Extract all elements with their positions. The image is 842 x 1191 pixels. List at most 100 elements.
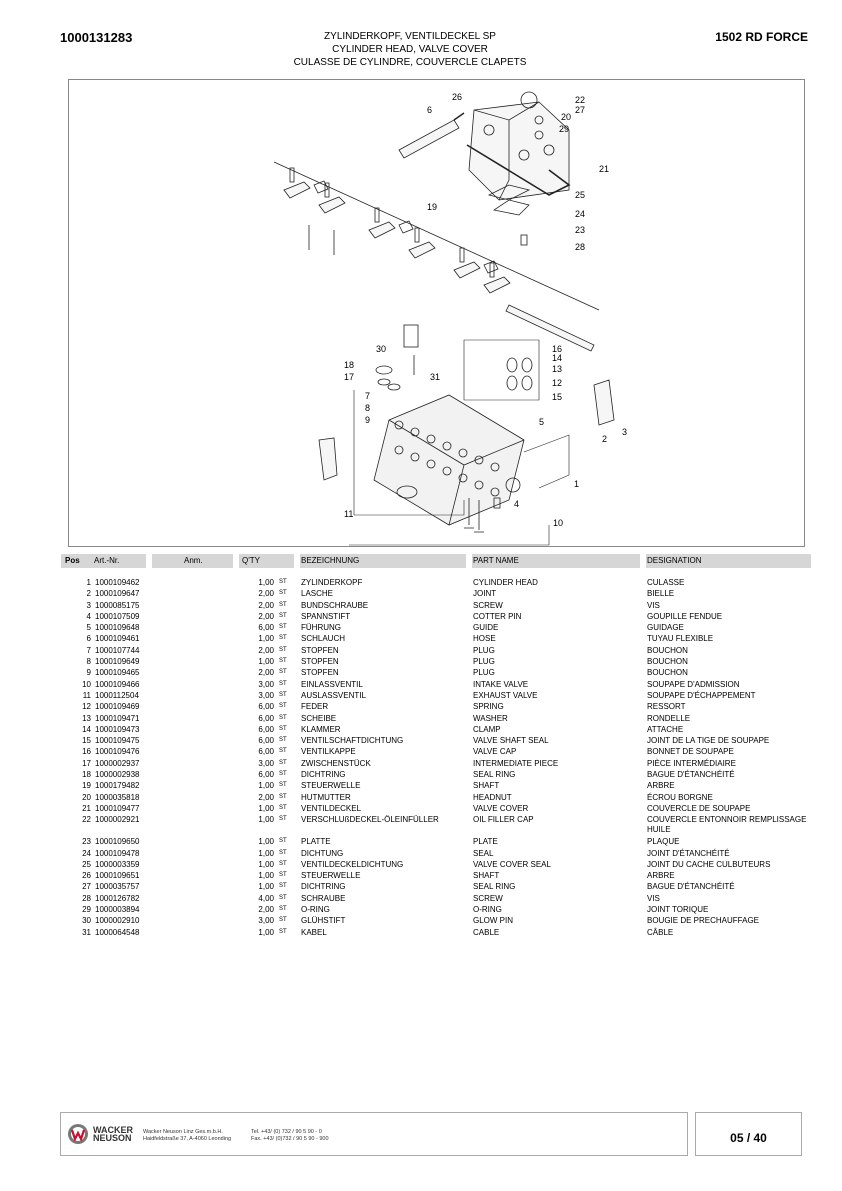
adjust-screw	[489, 262, 495, 278]
cell-unit: ST	[279, 590, 287, 597]
callout-26: 26	[452, 92, 462, 102]
cell-art: 1000109478	[95, 848, 140, 858]
rocker-arm	[283, 181, 311, 199]
spring	[483, 260, 499, 274]
cylinder-head-hole	[442, 441, 452, 451]
cell-pos: 5	[86, 623, 91, 633]
company-name: Wacker Neuson Linz Ges.m.b.H.	[143, 1129, 223, 1135]
cell-art: 1000109465	[95, 668, 140, 678]
col-anm-header: Anm.	[184, 556, 203, 565]
cell-fr: RONDELLE	[647, 713, 691, 723]
cell-en: SEAL RING	[473, 882, 516, 892]
cell-de: PLATTE	[301, 837, 331, 847]
cell-fr: BAGUE D'ÉTANCHÉITÉ	[647, 770, 735, 780]
cell-de: DICHTUNG	[301, 848, 344, 858]
cell-art: 1000109473	[95, 724, 140, 734]
cell-en: SPRING	[473, 702, 504, 712]
cell-qty: 3,00	[258, 679, 274, 689]
cell-fr: JOINT DE LA TIGE DE SOUPAPE	[647, 736, 770, 746]
cell-pos: 27	[82, 882, 91, 892]
cell-en: SEAL	[473, 848, 494, 858]
col-de-header: BEZEICHNUNG	[301, 556, 360, 565]
cell-art: 1000109469	[95, 702, 140, 712]
cell-en: PLUG	[473, 645, 495, 655]
cell-fr: GOUPILLE FENDUE	[647, 611, 723, 621]
cylinder-head-hole	[474, 480, 484, 490]
cell-de: SPANNSTIFT	[301, 611, 351, 621]
cell-unit: ST	[279, 906, 287, 913]
cell-de: SCHRAUBE	[301, 893, 346, 903]
col-pos-header: Pos	[65, 556, 87, 565]
col-fr-header: DESIGNATION	[647, 556, 702, 565]
cell-fr: CULASSE	[647, 578, 685, 587]
cell-fr: PLAQUE	[647, 837, 680, 847]
cell-pos: 16	[82, 747, 91, 757]
cell-fr: SOUPAPE D'ADMISSION	[647, 679, 740, 689]
exploded-drawing: 1234567891011121314151617181920212223242…	[273, 91, 627, 546]
cell-en: OIL FILLER CAP	[473, 815, 534, 825]
cell-art: 1000109471	[95, 713, 140, 723]
cell-de: VENTILDECKEL	[301, 803, 362, 813]
cell-pos: 20	[82, 792, 91, 802]
cell-art: 1000002938	[95, 770, 140, 780]
cell-art: 1000109647	[95, 589, 140, 599]
cell-qty: 2,00	[258, 611, 274, 621]
cell-pos: 21	[82, 803, 91, 813]
callout-9: 9	[365, 415, 370, 425]
cell-fr: JOINT D'ÉTANCHÉITÉ	[647, 848, 730, 858]
wacker-neuson-logo-icon	[68, 1124, 88, 1144]
callout-7: 7	[365, 391, 370, 401]
title-de: ZYLINDERKOPF, VENTILDECKEL SP	[324, 31, 496, 42]
cell-art: 1000179482	[95, 781, 140, 791]
fax-number: Fax. +43/ (0)732 / 90 5 90 - 900	[251, 1136, 329, 1142]
cell-de: FEDER	[301, 702, 329, 712]
callout-16: 16	[552, 344, 562, 354]
cell-fr: JOINT DU CACHE CULBUTEURS	[647, 859, 771, 869]
cell-fr: ÉCROU BORGNE	[647, 792, 713, 802]
cell-fr: TUYAU FLEXIBLE	[647, 634, 714, 644]
cell-de: KABEL	[301, 927, 327, 937]
cell-fr: PIÈCE INTERMÉDIAIRE	[647, 758, 736, 768]
cell-art: 1000109649	[95, 657, 140, 667]
cell-unit: ST	[279, 849, 287, 856]
callout-17: 17	[344, 372, 354, 382]
cell-de: GLÜHSTIFT	[301, 916, 346, 926]
cell-fr: BOUCHON	[647, 657, 688, 667]
callout-1: 1	[574, 479, 579, 489]
cell-qty: 3,00	[258, 916, 274, 926]
cell-de: DICHTRING	[301, 882, 346, 892]
cell-de: ZYLINDERKOPF	[301, 578, 363, 587]
cell-pos: 19	[82, 781, 91, 791]
adjust-screw	[459, 247, 465, 263]
cell-en: GLOW PIN	[473, 916, 514, 926]
cylinder-head-hole	[426, 459, 436, 469]
callout-11: 11	[344, 509, 353, 519]
cell-qty: 2,00	[258, 589, 274, 599]
cell-pos: 11	[82, 690, 91, 700]
cell-qty: 6,00	[258, 770, 274, 780]
cylinder-head-hole	[426, 434, 436, 444]
cell-de: HUTMUTTER	[301, 792, 351, 802]
cell-fr: CÂBLE	[647, 927, 674, 937]
cell-en: VALVE COVER SEAL	[473, 859, 551, 869]
cell-unit: ST	[279, 680, 287, 687]
cell-qty: 2,00	[258, 905, 274, 915]
cell-fr: BOUGIE DE PRECHAUFFAGE	[647, 916, 760, 926]
cell-art: 1000035818	[95, 792, 140, 802]
callout-24: 24	[575, 209, 585, 219]
cell-pos: 17	[82, 758, 91, 768]
cell-pos: 14	[82, 724, 91, 734]
callout-13: 13	[552, 364, 562, 374]
cell-de: LASCHE	[301, 589, 334, 599]
cell-unit: ST	[279, 894, 287, 901]
callout-23: 23	[575, 225, 585, 235]
cell-qty: 3,00	[258, 690, 274, 700]
cell-en: SCREW	[473, 893, 503, 903]
cell-pos: 22	[82, 815, 91, 825]
cell-qty: 6,00	[258, 736, 274, 746]
